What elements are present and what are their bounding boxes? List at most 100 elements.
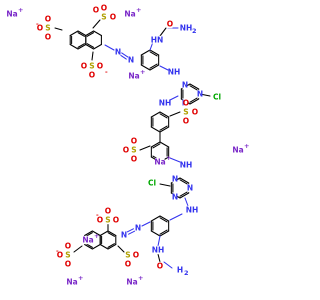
bond-47	[159, 126, 170, 133]
label-bg-9	[81, 61, 87, 71]
sodium-charge-7: +	[78, 274, 83, 282]
bond-82	[150, 230, 161, 237]
bottom-sulfonate-c-o1: O	[57, 251, 63, 260]
bottom-sulfonate-c: S	[65, 251, 70, 260]
bond-33	[159, 27, 167, 37]
label-bg-55	[129, 71, 139, 81]
bottom-sulfonate-c-minus: -	[56, 247, 59, 255]
top-ureido-nh: HN	[151, 36, 164, 45]
bond-23	[149, 64, 160, 71]
bond-70	[179, 191, 188, 197]
bond-43	[189, 85, 198, 91]
sodium-ion-6: Na	[82, 236, 93, 245]
label-bg-12	[115, 47, 121, 57]
label-bg-21	[212, 92, 222, 102]
bottom-ureido-o: O	[157, 262, 163, 271]
bond-0	[77, 43, 87, 50]
label-bg-49	[65, 250, 71, 260]
top-triazine-n3: N	[182, 81, 188, 90]
bond-96	[107, 243, 117, 250]
bottom-ureido-two: 2	[184, 269, 189, 277]
bond-9	[93, 43, 102, 50]
top-azo-n2: N	[128, 56, 134, 65]
label-bg-36	[187, 205, 197, 215]
sodium-charge-6: +	[94, 232, 99, 240]
top-azo-n1: N	[115, 48, 121, 57]
label-bg-45	[105, 206, 111, 216]
label-bg-34	[172, 174, 178, 184]
label-bg-22	[160, 98, 170, 108]
label-bg-8	[89, 61, 95, 71]
label-bg-56	[155, 157, 165, 167]
bond-66	[169, 111, 181, 117]
sodium-charge-2: +	[136, 6, 141, 14]
label-bg-32	[187, 183, 193, 193]
bond-54	[159, 113, 168, 119]
bond-20	[104, 44, 115, 51]
bond-106	[84, 243, 93, 250]
label-bg-13	[128, 55, 134, 65]
sodium-ion-7: Na	[66, 278, 77, 287]
label-bg-31	[181, 160, 191, 170]
label-bg-1	[37, 23, 43, 33]
label-bg-48	[125, 259, 131, 269]
top-ureido-o: O	[167, 20, 173, 29]
label-bg-53	[7, 9, 17, 19]
atom-label-layer: SOOO-SOOOSOOO-NNHNONH2NHNNNClNHSOOOSOOON…	[6, 4, 249, 287]
sodium-charge-8: +	[138, 274, 143, 282]
top-sulfonate-c: S	[89, 62, 94, 71]
bond-6	[77, 30, 87, 37]
bottom-triazine-n2: N	[172, 193, 178, 202]
bond-105	[91, 243, 101, 250]
top-sulfonate-a-o2: O	[45, 15, 51, 24]
top-triazine-cl: Cl	[213, 93, 221, 102]
top-sulfonate-b: S	[101, 13, 106, 22]
bond-61	[152, 143, 161, 149]
sodium-ion-3: Na	[128, 72, 139, 81]
sodium-ion-8: Na	[126, 278, 137, 287]
bond-76	[179, 179, 188, 185]
top-sulfonate-b-o1: O	[110, 13, 116, 22]
core-sulfonate-b-o3: O	[131, 155, 137, 164]
label-bg-46	[125, 250, 131, 260]
bond-13	[85, 30, 95, 37]
label-bg-39	[177, 265, 183, 275]
bond-7	[77, 32, 85, 37]
label-bg-4	[101, 12, 107, 22]
core-sulfonate-a-o2: O	[192, 108, 198, 117]
bond-109	[84, 230, 93, 237]
label-bg-27	[131, 145, 137, 155]
bond-25	[140, 64, 151, 71]
label-bg-54	[125, 9, 135, 19]
label-bg-41	[121, 230, 127, 240]
core-sulfonate-b-o1: O	[123, 146, 129, 155]
bottom-sulfonate-b-o2: O	[125, 260, 131, 269]
bond-37	[189, 97, 198, 103]
bottom-sulfonate-b-o1: O	[133, 251, 139, 260]
bond-111	[91, 230, 101, 237]
core-amino-nh: NH	[180, 161, 193, 170]
bond-97	[107, 243, 115, 248]
label-bg-5	[110, 12, 116, 22]
label-bg-51	[65, 259, 71, 269]
bottom-ureido-nh: NH	[152, 246, 165, 255]
bond-49	[150, 126, 161, 133]
bond-30	[149, 51, 158, 57]
bottom-triazine-nh: NH	[186, 206, 199, 215]
label-bg-6	[101, 3, 107, 13]
label-bg-15	[167, 19, 173, 29]
bond-60	[150, 141, 161, 148]
top-sulfonate-c-minus: -	[105, 68, 108, 76]
top-sulfonate-c-o2: O	[97, 62, 103, 71]
molecule-canvas: SOOO-SOOOSOOO-NNHNONH2NHNNNClNHSOOOSOOON…	[6, 4, 249, 287]
bond-102	[107, 230, 117, 237]
bond-14	[86, 32, 95, 37]
sodium-ion-5: Na	[232, 146, 243, 155]
bond-90	[157, 235, 161, 247]
bond-21	[119, 54, 127, 60]
label-bg-25	[192, 107, 198, 117]
bond-19	[91, 51, 94, 61]
sodium-charge-4: +	[166, 154, 171, 162]
label-bg-44	[113, 215, 119, 225]
core-sulfonate-a: S	[183, 108, 188, 117]
